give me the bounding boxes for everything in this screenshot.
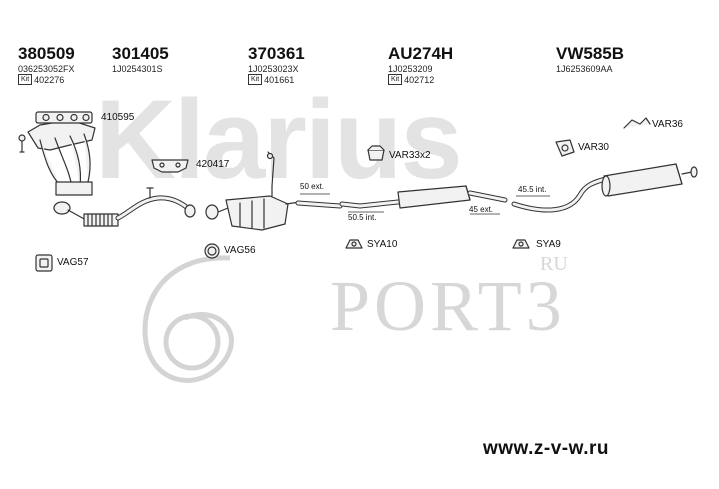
- watermark-s-logo: [142, 255, 234, 383]
- dim-50ext: 50 ext.: [300, 182, 325, 191]
- part-code: 380509: [18, 44, 75, 63]
- label-var33: VAR33x2: [389, 150, 431, 161]
- watermark-klarius: Klarius: [95, 77, 461, 202]
- header-au274h: AU274H 1J0253209 Kit 402712: [388, 44, 453, 85]
- part-code: 370361: [248, 44, 305, 63]
- kit-badge: Kit: [18, 74, 33, 85]
- oem-number: 1J6253609AA: [556, 64, 613, 74]
- catalytic-converter-icon: [205, 151, 301, 231]
- label-var36: VAR36: [652, 119, 683, 130]
- clamp-sya9-icon: [512, 239, 530, 249]
- label-var30: VAR30: [578, 142, 609, 153]
- header-370361: 370361 1J0253023X Kit 401661: [248, 44, 305, 85]
- manifold-gasket-icon: [35, 111, 93, 124]
- hanger-var36-icon: [623, 117, 651, 129]
- dim-455int: 45.5 int.: [518, 185, 547, 194]
- footer-url: www.z-v-w.ru: [483, 438, 609, 459]
- part-code: VW585B: [556, 44, 625, 63]
- kit-number: 402712: [404, 74, 435, 85]
- header-301405: 301405 1J0254301S: [112, 44, 169, 74]
- bracket-420417-icon: [151, 159, 189, 173]
- part-code: 301405: [112, 44, 169, 63]
- part-code: AU274H: [388, 44, 454, 63]
- dimension-lines: [300, 193, 550, 215]
- clamp-sya10-icon: [345, 239, 363, 249]
- watermark-port3: PORT3: [330, 266, 566, 346]
- ring-vag56-icon: [204, 243, 220, 259]
- middle-pipe-icon: [295, 199, 401, 209]
- label-sya10: SYA10: [367, 239, 398, 250]
- kit-row: Kit 401661: [248, 74, 305, 85]
- rubber-mount-var33-icon: [367, 145, 385, 161]
- center-silencer-icon: [397, 185, 508, 209]
- oem-number: 1J0254301S: [112, 64, 163, 74]
- label-420417: 420417: [196, 159, 230, 170]
- gasket-vag57-icon: [35, 254, 53, 272]
- label-sya9: SYA9: [536, 239, 561, 250]
- label-410595: 410595: [101, 112, 135, 123]
- label-vag57: VAG57: [57, 257, 89, 268]
- oem-number: 1J0253209: [388, 64, 433, 74]
- rubber-mount-var30-icon: [555, 139, 575, 157]
- rear-silencer-icon: [511, 163, 698, 213]
- oem-number: 036253052FX: [18, 64, 75, 74]
- label-vag56: VAG56: [224, 245, 256, 256]
- kit-number: 401661: [264, 74, 295, 85]
- front-pipe-icon: [53, 187, 196, 227]
- header-380509: 380509 036253052FX Kit 402276: [18, 44, 75, 85]
- kit-row: Kit 402276: [18, 74, 75, 85]
- header-vw585b: VW585B 1J6253609AA: [556, 44, 624, 74]
- kit-badge: Kit: [248, 74, 263, 85]
- watermark-ru: RU: [540, 253, 568, 275]
- kit-badge: Kit: [388, 74, 403, 85]
- dim-505int: 50.5 int.: [348, 213, 377, 222]
- kit-row: Kit 402712: [388, 74, 453, 85]
- oem-number: 1J0253023X: [248, 64, 299, 74]
- exhaust-manifold-icon: [18, 119, 96, 196]
- dim-45ext: 45 ext.: [469, 205, 494, 214]
- kit-number: 402276: [34, 74, 65, 85]
